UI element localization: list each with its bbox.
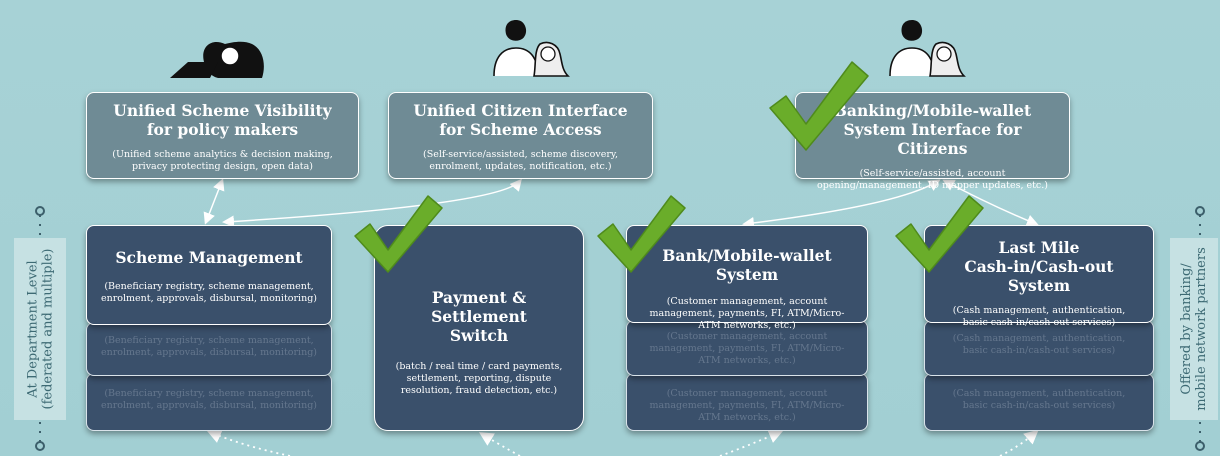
banking-desc: (Self-service/assisted, account opening/… [817, 168, 1048, 191]
banking-title-line1: Banking/Mobile-wallet [833, 101, 1032, 120]
lastmile-title-line2: Cash-in/Cash-out System [964, 257, 1114, 295]
right-dot-bottom [1195, 441, 1205, 451]
arrow-policy-to-scheme [203, 178, 225, 225]
dotted-arrow-lastmile [999, 429, 1039, 456]
scheme-management-box: Scheme Management (Beneficiary registry,… [86, 225, 332, 325]
payment-desc: (batch / real time / card payments, sett… [395, 361, 563, 396]
left-label-line1: At Department Level [25, 260, 40, 398]
lastmile-ghost-layer-1: (Cash management, authentication, basic … [924, 320, 1154, 376]
payment-switch-box: Payment & Settlement Switch (batch / rea… [374, 225, 584, 431]
right-side-label: Offered by banking/ mobile network partn… [1170, 238, 1218, 420]
citizen-desc: (Self-service/assisted, scheme discovery… [422, 149, 618, 172]
two-people-icon [889, 20, 966, 77]
scheme-ghost-desc-1: (Beneficiary registry, scheme management… [101, 335, 317, 358]
left-dot-bottom [35, 441, 45, 451]
arrow-banking-to-bank [742, 179, 941, 229]
arrow-banking-to-lastmile [942, 179, 1039, 227]
two-people-icon [493, 20, 570, 77]
bank-ghost-layer-2: (Customer management, account management… [626, 373, 868, 431]
lastmile-ghost-desc-2: (Cash management, authentication, basic … [952, 388, 1126, 411]
dotted-arrow-payment [478, 432, 521, 456]
left-label-line2: (federated and multiple) [40, 248, 55, 410]
scheme-title: Scheme Management [115, 248, 303, 267]
policy-title-line1: Unified Scheme Visibility [113, 101, 332, 120]
scheme-ghost-desc-2: (Beneficiary registry, scheme management… [101, 388, 317, 411]
bank-ghost-layer-1: (Customer management, account management… [626, 320, 868, 376]
right-label-line2: mobile network partners [1194, 247, 1209, 411]
payment-title-line1: Payment & Settlement [431, 288, 527, 326]
citizen-title-line1: Unified Citizen Interface [413, 101, 628, 120]
lastmile-ghost-desc-1: (Cash management, authentication, basic … [952, 333, 1126, 356]
lastmile-title-line1: Last Mile [998, 238, 1080, 257]
payment-title-line2: Switch [449, 326, 509, 345]
bank-wallet-system-box: Bank/Mobile-wallet System (Customer mana… [626, 225, 868, 331]
banking-interface-box: Banking/Mobile-wallet System Interface f… [795, 92, 1070, 191]
left-dot-top [35, 206, 45, 216]
policy-desc: (Unified scheme analytics & decision mak… [112, 149, 333, 172]
policy-title-line2: for policy makers [146, 120, 299, 139]
scheme-desc: (Beneficiary registry, scheme management… [101, 281, 317, 304]
dotted-arrow-bank [719, 429, 784, 456]
right-label-line1: Offered by banking/ [1179, 263, 1194, 395]
last-mile-system-box: Last Mile Cash-in/Cash-out System (Cash … [924, 225, 1154, 328]
bank-ghost-desc-1: (Customer management, account management… [649, 331, 845, 366]
arrow-citizen-to-scheme [222, 178, 522, 228]
bank-desc: (Customer management, account management… [649, 296, 845, 331]
right-dot-top [1195, 206, 1205, 216]
dotted-arrow-scheme [206, 429, 291, 456]
banking-title-line2: System Interface for Citizens [843, 120, 1022, 158]
bank-title: Bank/Mobile-wallet System [662, 246, 832, 284]
citizen-title-line2: for Scheme Access [439, 120, 602, 139]
scheme-ghost-layer-1: (Beneficiary registry, scheme management… [86, 322, 332, 376]
person-at-laptop-icon [170, 41, 264, 78]
citizen-interface-box: Unified Citizen Interface for Scheme Acc… [388, 92, 653, 179]
policy-makers-box: Unified Scheme Visibility for policy mak… [86, 92, 359, 179]
bank-ghost-desc-2: (Customer management, account management… [649, 388, 845, 423]
lastmile-desc: (Cash management, authentication, basic … [952, 305, 1126, 328]
scheme-ghost-layer-2: (Beneficiary registry, scheme management… [86, 373, 332, 431]
left-side-label: At Department Level (federated and multi… [14, 238, 66, 420]
lastmile-ghost-layer-2: (Cash management, authentication, basic … [924, 373, 1154, 431]
